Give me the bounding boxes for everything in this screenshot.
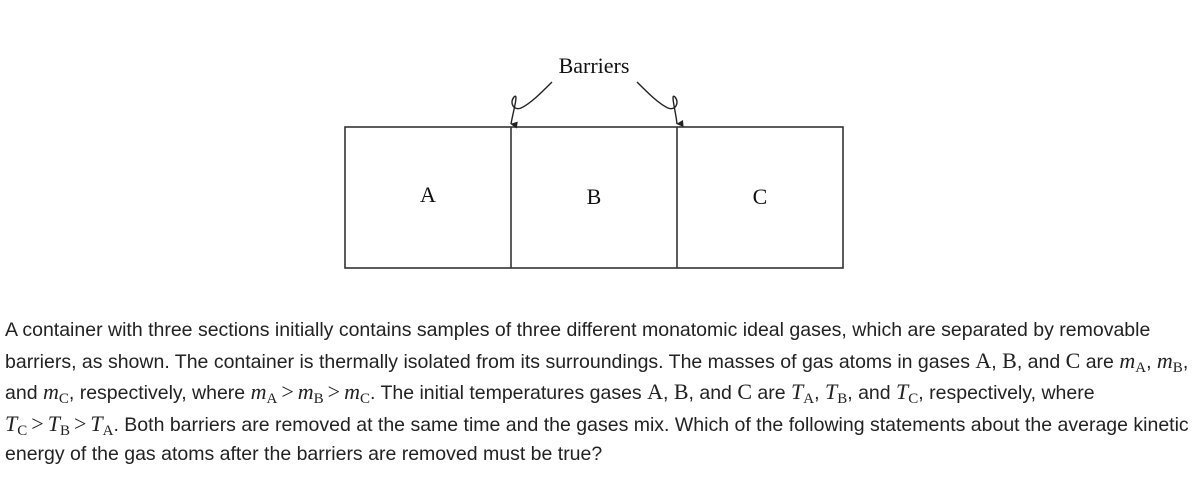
- mass-inequality-b: mB: [297, 379, 324, 407]
- temp-a: TA: [791, 379, 815, 407]
- gas-a-symbol: A: [975, 347, 992, 373]
- temp-inequality-a: TA: [90, 410, 114, 439]
- section-label-c: C: [753, 184, 768, 209]
- mass-inequality-c: mC: [344, 379, 370, 407]
- mass-c: mC: [42, 379, 69, 407]
- mass-b: mB: [1156, 347, 1183, 376]
- container-diagram: Barriers A B C: [344, 53, 844, 269]
- temp-inequality-b: TB: [47, 410, 70, 439]
- arrow-to-right-barrier: [636, 81, 684, 127]
- gas-b-symbol: B: [1002, 347, 1017, 373]
- temp-inequality-c: TC: [5, 410, 28, 439]
- temp-b: TB: [824, 379, 848, 407]
- temp-c: TC: [896, 379, 919, 407]
- gas-c-symbol: C: [1065, 347, 1081, 373]
- container-outline: [344, 126, 844, 269]
- question-text: A container with three sections initiall…: [5, 319, 1189, 465]
- barriers-label: Barriers: [559, 53, 630, 78]
- mass-a: mA: [1119, 347, 1147, 376]
- section-label-b: B: [587, 184, 602, 209]
- section-label-a: A: [420, 182, 436, 207]
- mass-inequality-a: mA: [250, 379, 278, 407]
- arrow-to-left-barrier: [510, 81, 553, 129]
